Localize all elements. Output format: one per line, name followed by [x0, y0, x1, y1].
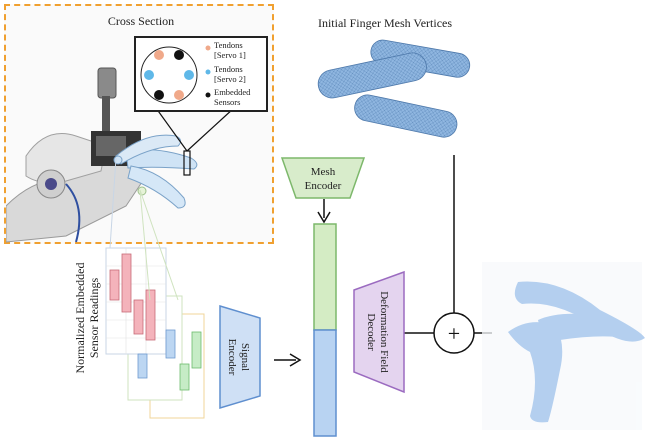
decoder-block	[353, 270, 405, 394]
legend-servo1: Tendons [Servo 1]	[214, 40, 246, 60]
mesh-encoder-label-1: Mesh	[311, 166, 336, 178]
signal-encoder-block	[219, 304, 261, 410]
mesh-encoder-label-2: Encoder	[305, 180, 342, 192]
latent-mesh-segment	[313, 223, 337, 331]
legend-servo1-line1: Tendons	[214, 40, 243, 50]
sensor-readings-label-2: Sensor Readings	[87, 278, 101, 359]
signal-encoder-label-2: Encoder	[226, 339, 238, 376]
cross-section-title: Cross Section	[107, 14, 175, 28]
sensor-bar-red	[145, 289, 156, 341]
sensor-bar-blue	[137, 353, 148, 379]
sensor-dot	[154, 90, 164, 100]
legend-sensors-line1: Embedded	[214, 87, 251, 97]
signal-encoder-label-1: Signal	[239, 343, 251, 371]
finger-mesh-icon	[317, 39, 471, 138]
legend-servo2: Tendons [Servo 2]	[214, 64, 246, 84]
sensor-bar-green	[191, 331, 202, 369]
legend-servo2-line2: [Servo 2]	[214, 74, 246, 84]
tendon-servo1-dot	[154, 50, 164, 60]
mesh-title: Initial Finger Mesh Vertices	[317, 16, 453, 30]
decoder-label-1: Deformation Field	[378, 291, 390, 373]
tendon-servo1-dot	[174, 90, 184, 100]
sensor-bar-blue	[165, 329, 176, 359]
tendon-servo2-dot	[184, 70, 194, 80]
sensor-bar-red	[133, 299, 144, 335]
tendon-servo2-dot	[144, 70, 154, 80]
cross-section-circle	[140, 46, 198, 104]
sensor-bar-red	[121, 253, 132, 313]
plus-symbol: +	[448, 321, 460, 346]
legend-markers	[205, 45, 211, 98]
sensor-dot	[174, 50, 184, 60]
sensor-readings-label-1: Normalized Embedded	[73, 263, 87, 374]
mesh-encoder-block	[280, 157, 366, 199]
mesh-encoder-arrowhead	[317, 211, 331, 224]
sensor-bar-red	[109, 269, 120, 301]
legend-servo1-line2: [Servo 1]	[214, 50, 246, 60]
legend-sensors: Embedded Sensors	[214, 87, 250, 107]
deformed-finger-icon	[482, 262, 645, 430]
robot-hand-photo	[6, 67, 235, 243]
legend-sensors-line2: Sensors	[214, 97, 241, 107]
cross-section-frame: Cross Section	[4, 4, 274, 244]
decoder-label-2: Decoder	[365, 313, 377, 351]
signal-encoder-arrowhead	[289, 353, 302, 367]
sensor-readings-stack	[105, 157, 205, 419]
sensor-bar-green	[179, 363, 190, 391]
latent-signal-segment	[313, 329, 337, 437]
plus-circle-icon	[433, 312, 475, 354]
legend-servo2-line1: Tendons	[214, 64, 243, 74]
cross-section-legend: Tendons [Servo 1] Tendons [Servo 2] Embe…	[134, 36, 268, 112]
